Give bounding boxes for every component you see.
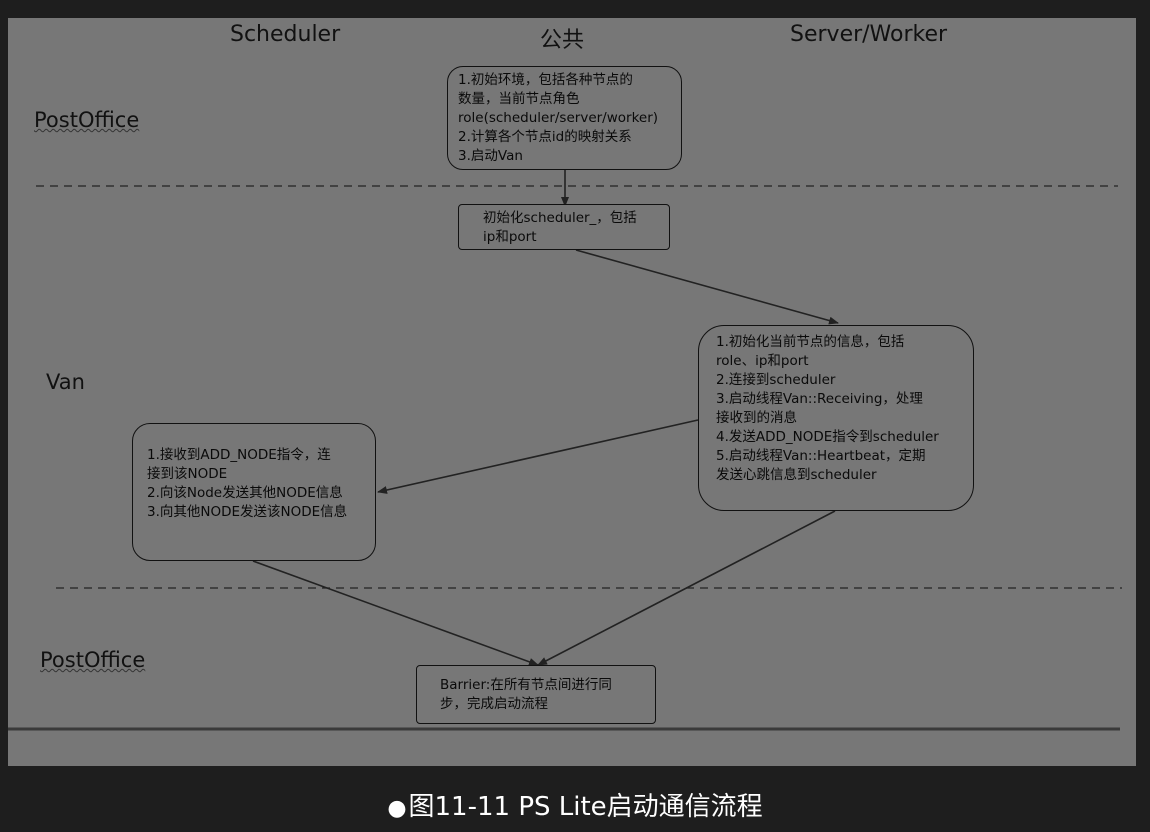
- box-line: 1.初始环境，包括各种节点的: [458, 72, 633, 88]
- box-line: 3.启动Van: [458, 148, 523, 164]
- box-line: Barrier:在所有节点间进行同: [440, 677, 612, 693]
- column-header-common: 公共: [540, 28, 585, 53]
- box-barrier: Barrier:在所有节点间进行同 步，完成启动流程: [416, 665, 656, 724]
- box-line: ip和port: [483, 229, 537, 245]
- box-line: 4.发送ADD_NODE指令到scheduler: [716, 429, 939, 445]
- column-header-server-worker: Server/Worker: [790, 22, 948, 47]
- box-line: 初始化scheduler_，包括: [483, 210, 637, 226]
- arrow-init-scheduler-to-server-worker: [575, 249, 839, 325]
- box-line: 发送心跳信息到scheduler: [716, 467, 877, 483]
- arrow-scheduler-to-barrier: [252, 560, 539, 666]
- box-init-env: 1.初始环境，包括各种节点的 数量，当前节点角色 role(scheduler/…: [447, 66, 682, 170]
- box-line: 数量，当前节点角色: [458, 91, 580, 107]
- box-line: 1.初始化当前节点的信息，包括: [716, 334, 905, 350]
- box-line: role(scheduler/server/worker): [458, 110, 659, 126]
- figure-caption: ●图11-11 PS Lite启动通信流程: [0, 786, 1150, 823]
- box-scheduler: 1.接收到ADD_NODE指令，连 接到该NODE 2.向该Node发送其他NO…: [132, 423, 376, 561]
- box-line: 2.计算各个节点id的映射关系: [458, 129, 632, 145]
- diagram-panel: Scheduler 公共 Server/Worker PostOffice Va…: [8, 18, 1136, 766]
- box-line: 2.连接到scheduler: [716, 372, 836, 388]
- box-line: 5.启动线程Van::Heartbeat，定期: [716, 448, 926, 464]
- diagram-connectors: [8, 170, 1122, 731]
- box-line: 接到该NODE: [147, 466, 228, 482]
- box-line: 步，完成启动流程: [440, 696, 548, 712]
- arrow-server-worker-to-barrier: [537, 510, 836, 666]
- row-label-postoffice-bottom: PostOffice: [40, 648, 146, 672]
- box-init-scheduler: 初始化scheduler_，包括 ip和port: [458, 204, 670, 250]
- box-line: 3.向其他NODE发送该NODE信息: [147, 504, 348, 520]
- caption-bullet: ●: [387, 796, 407, 821]
- box-line: 3.启动线程Van::Receiving，处理: [716, 391, 923, 407]
- caption-text: 图11-11 PS Lite启动通信流程: [408, 792, 763, 822]
- box-line: 2.向该Node发送其他NODE信息: [147, 485, 343, 501]
- row-label-postoffice-top: PostOffice: [34, 108, 140, 132]
- box-line: 1.接收到ADD_NODE指令，连: [147, 447, 331, 463]
- row-label-van: Van: [46, 370, 85, 394]
- column-header-scheduler: Scheduler: [230, 22, 341, 47]
- arrow-server-worker-to-scheduler: [377, 419, 699, 494]
- box-line: role、ip和port: [716, 353, 809, 369]
- box-line: 接收到的消息: [716, 410, 797, 426]
- box-server-worker: 1.初始化当前节点的信息，包括 role、ip和port 2.连接到schedu…: [698, 325, 974, 511]
